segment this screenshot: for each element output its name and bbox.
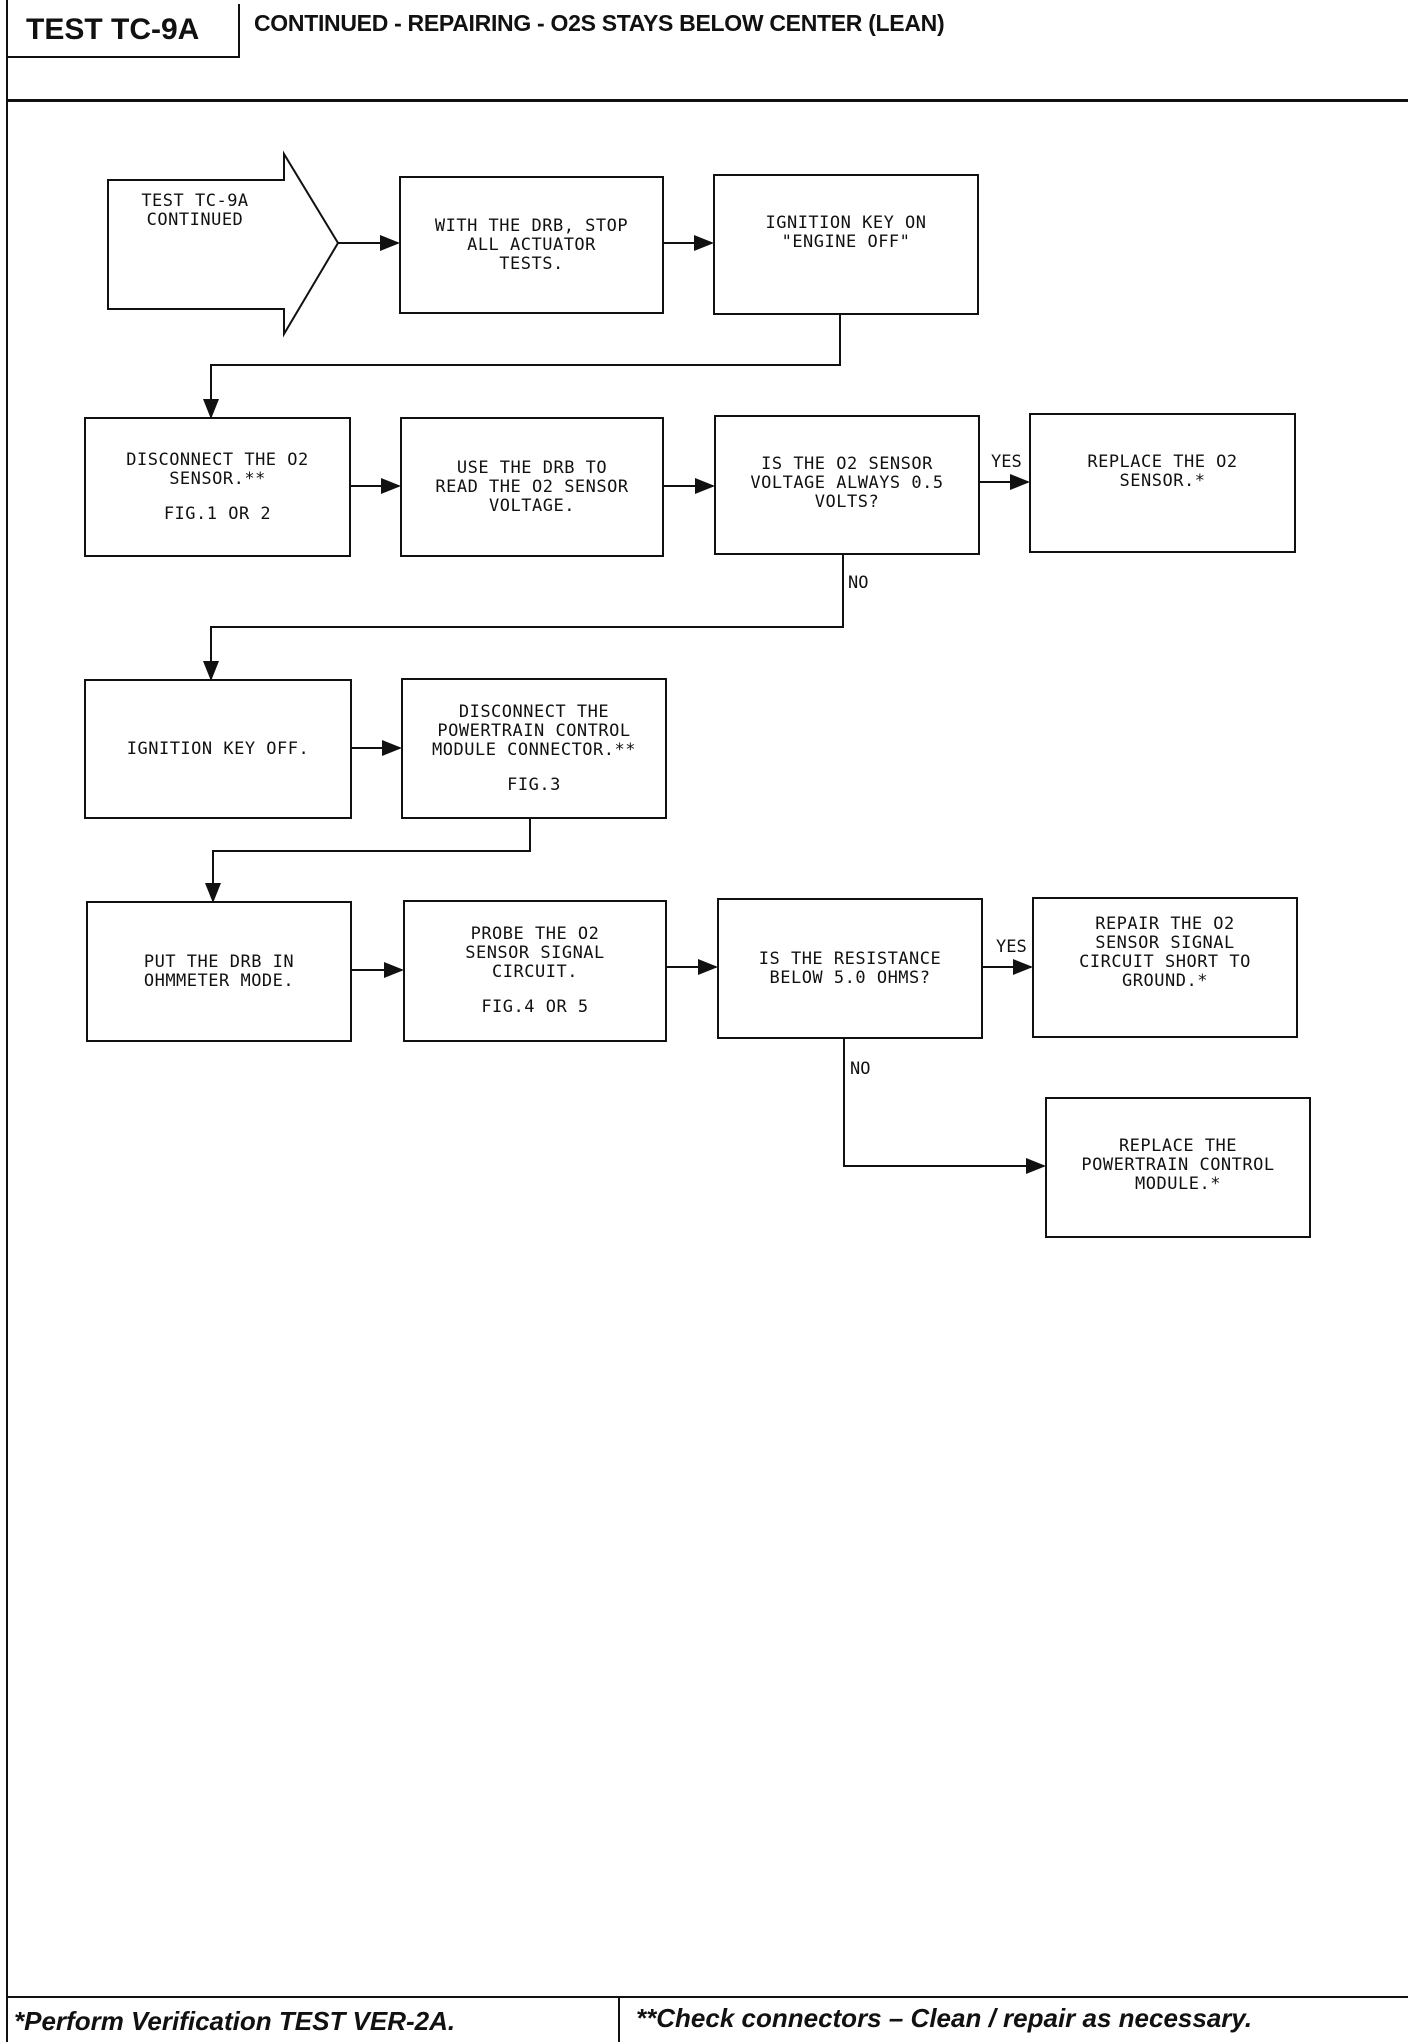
read-voltage-text: USE THE DRB TO READ THE O2 SENSOR VOLTAG… (435, 457, 629, 516)
left-border (6, 0, 8, 2042)
header-divider (6, 99, 1408, 102)
disconnect-pcm-step: DISCONNECT THE POWERTRAIN CONTROL MODULE… (401, 678, 667, 819)
replace-pcm-step: REPLACE THE POWERTRAIN CONTROL MODULE.* (1045, 1097, 1311, 1238)
repair-short-text: REPAIR THE O2 SENSOR SIGNAL CIRCUIT SHOR… (1079, 914, 1251, 991)
disconnect-pcm-text: DISCONNECT THE POWERTRAIN CONTROL MODULE… (432, 701, 636, 760)
probe-circuit-fig: FIG.4 OR 5 (481, 997, 589, 1017)
resistance-no-label: NO (850, 1059, 871, 1079)
voltage-decision-text: IS THE O2 SENSOR VOLTAGE ALWAYS 0.5 VOLT… (750, 454, 944, 512)
voltage-no-label: NO (848, 573, 869, 593)
start-node: TEST TC-9A CONTINUED (120, 186, 270, 236)
disconnect-o2-step: DISCONNECT THE O2 SENSOR.** FIG.1 OR 2 (84, 417, 351, 557)
replace-sensor-step: REPLACE THE O2 SENSOR.* (1029, 413, 1296, 553)
resistance-yes-label: YES (996, 937, 1027, 957)
ignition-off-text: IGNITION KEY OFF. (126, 738, 310, 759)
start-node-text: TEST TC-9A CONTINUED (141, 191, 249, 230)
probe-circuit-text: PROBE THE O2 SENSOR SIGNAL CIRCUIT. (465, 924, 605, 982)
page-title: CONTINUED - REPAIRING - O2S STAYS BELOW … (254, 10, 945, 36)
voltage-decision: IS THE O2 SENSOR VOLTAGE ALWAYS 0.5 VOLT… (714, 415, 980, 555)
footer-connectors-note: **Check connectors – Clean / repair as n… (636, 2003, 1253, 2033)
footer-verification-note: *Perform Verification TEST VER-2A. (14, 2006, 456, 2036)
replace-pcm-text: REPLACE THE POWERTRAIN CONTROL MODULE.* (1081, 1136, 1275, 1194)
resistance-decision-text: IS THE RESISTANCE BELOW 5.0 OHMS? (758, 948, 942, 988)
start-arrow-shape (107, 150, 340, 338)
footer-separator (618, 1996, 620, 2042)
ohmmeter-mode-step: PUT THE DRB IN OHMMETER MODE. (86, 901, 352, 1042)
disconnect-pcm-fig: FIG.3 (507, 774, 561, 795)
read-voltage-step: USE THE DRB TO READ THE O2 SENSOR VOLTAG… (400, 417, 664, 557)
ignition-on-step: IGNITION KEY ON "ENGINE OFF" (713, 174, 979, 315)
ohmmeter-mode-text: PUT THE DRB IN OHMMETER MODE. (143, 951, 295, 991)
voltage-yes-label: YES (991, 452, 1022, 472)
test-id-underline (6, 56, 240, 58)
ignition-off-step: IGNITION KEY OFF. (84, 679, 352, 819)
test-id: TEST TC-9A (8, 4, 240, 56)
probe-circuit-step: PROBE THE O2 SENSOR SIGNAL CIRCUIT. FIG.… (403, 900, 667, 1042)
resistance-decision: IS THE RESISTANCE BELOW 5.0 OHMS? (717, 898, 983, 1039)
repair-short-step: REPAIR THE O2 SENSOR SIGNAL CIRCUIT SHOR… (1032, 897, 1298, 1038)
disconnect-o2-fig: FIG.1 OR 2 (163, 503, 272, 524)
footer-divider (6, 1996, 1408, 1998)
disconnect-o2-text: DISCONNECT THE O2 SENSOR.** (126, 449, 309, 489)
replace-sensor-text: REPLACE THE O2 SENSOR.* (1087, 452, 1238, 491)
stop-actuator-tests-text: WITH THE DRB, STOP ALL ACTUATOR TESTS. (434, 215, 629, 274)
stop-actuator-tests-step: WITH THE DRB, STOP ALL ACTUATOR TESTS. (399, 176, 664, 314)
ignition-on-text: IGNITION KEY ON "ENGINE OFF" (765, 213, 927, 252)
